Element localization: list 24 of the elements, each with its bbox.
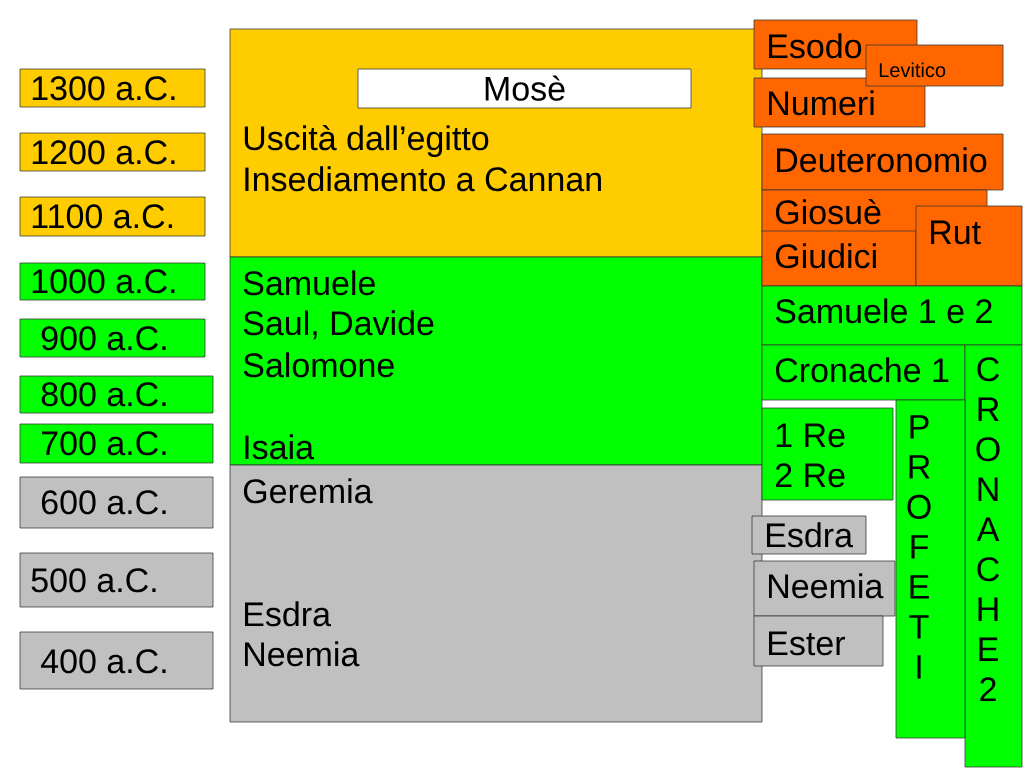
date-box: 700 a.C. [19,423,214,464]
book-box: Levitico [865,44,1004,87]
book-box: Numeri [753,77,926,128]
date-box: 1300 a.C. [19,68,206,108]
date-box: 1000 a.C. [19,262,206,301]
date-box: 800 a.C. [19,375,214,414]
book-box: Samuele 1 e 2 [761,285,1023,346]
date-box: 900 a.C. [19,318,206,358]
book-box: Cronache 1 [761,344,966,401]
book-box: Deuteronomio [761,133,1004,191]
book-box: Ester [753,615,884,667]
date-box: 400 a.C. [19,631,214,690]
book-box: 1 Re 2 Re [761,407,894,501]
date-box: 1100 a.C. [19,196,206,237]
period-band: Geremia Esdra Neemia [229,464,763,723]
date-box: 1200 a.C. [19,132,206,172]
book-box: Giudici [761,230,917,287]
date-box: 500 a.C. [19,552,214,608]
book-box: Esdra [751,515,867,555]
book-box: Rut [915,205,1023,287]
date-box: 600 a.C. [19,476,214,529]
book-box: Neemia [753,560,896,617]
period-band: Samuele Saul, Davide Salomone Isaia [229,256,763,466]
name-box: Mosè [357,68,692,109]
